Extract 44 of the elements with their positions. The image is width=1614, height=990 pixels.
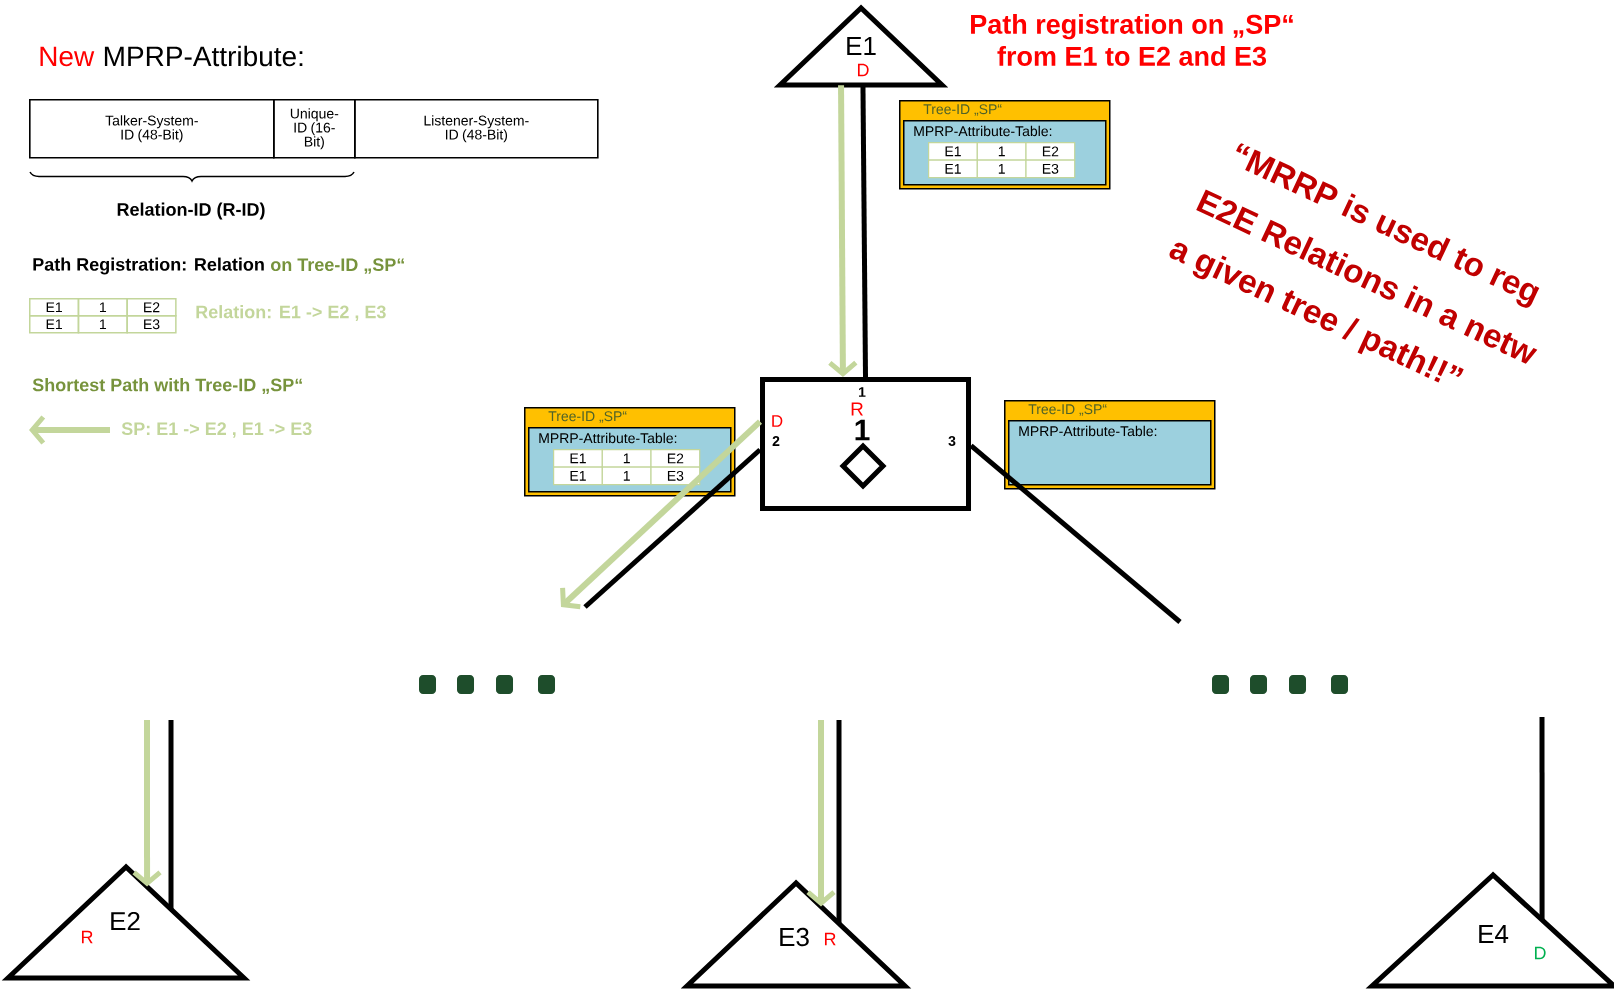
table-cell: 1 xyxy=(77,315,128,334)
table-cell: E1 xyxy=(29,298,80,317)
caption-text: Shortest Path with Tree-ID „SP“ xyxy=(32,378,302,394)
table-cell: E1 xyxy=(29,315,80,334)
attribute-table-panel: MPRP-Attribute-Table: E1 1 E2 E1 1 E3 xyxy=(903,120,1107,186)
link-line xyxy=(860,85,868,378)
caption-text: Relation: E1 -> E2 , E3 xyxy=(196,305,386,321)
table-cell: 1 xyxy=(77,298,128,317)
table-cell: E1 xyxy=(928,159,978,179)
table-cell: E2 xyxy=(1025,142,1076,161)
arrow xyxy=(132,720,162,887)
field-box: Talker-System-ID (48-Bit) xyxy=(29,99,275,159)
arrow xyxy=(828,85,858,377)
field-box: Unique-ID (16-Bit) xyxy=(273,99,356,159)
table-cell: E1 xyxy=(553,466,603,486)
arrow xyxy=(560,419,763,610)
link-line xyxy=(168,720,174,910)
link-line xyxy=(1539,717,1545,920)
heading-text: New xyxy=(40,46,95,67)
table-cell: E3 xyxy=(650,466,701,486)
caption-text: Path Registration: Relation xyxy=(33,257,264,275)
table-cell: 1 xyxy=(976,142,1027,161)
table-cell: E2 xyxy=(650,449,701,468)
link-line xyxy=(969,443,1182,624)
bridge-box: 1 R D 1 2 3 xyxy=(760,377,971,511)
field-box: Listener-System-ID (48-Bit) xyxy=(354,99,599,159)
table-cell: 1 xyxy=(601,466,652,486)
title-text: Path registration on „SP“ from E1 to E2 and E3 xyxy=(971,14,1293,66)
table-cell: 1 xyxy=(601,449,652,468)
link-line xyxy=(836,720,842,924)
table-cell: E3 xyxy=(126,315,177,334)
table-cell: 1 xyxy=(976,159,1027,179)
table-cell: E1 xyxy=(553,449,603,468)
arrow xyxy=(806,720,836,907)
table-cell: E3 xyxy=(1025,159,1076,179)
caption-text: Relation-ID (R-ID) xyxy=(117,202,265,220)
legend-text: SP: E1 -> E2 , E1 -> E3 xyxy=(121,422,312,438)
heading-text: MPRP-Attribute: xyxy=(104,45,303,67)
attribute-table-panel: MPRP-Attribute-Table: E1 1 E2 E1 1 E3 xyxy=(528,427,732,493)
caption-text: on Tree-ID „SP“ xyxy=(271,258,404,274)
attribute-table-panel: MPRP-Attribute-Table: xyxy=(1008,420,1212,486)
table-cell: E2 xyxy=(126,298,177,317)
table-cell: E1 xyxy=(928,142,978,161)
link-line xyxy=(583,447,762,609)
